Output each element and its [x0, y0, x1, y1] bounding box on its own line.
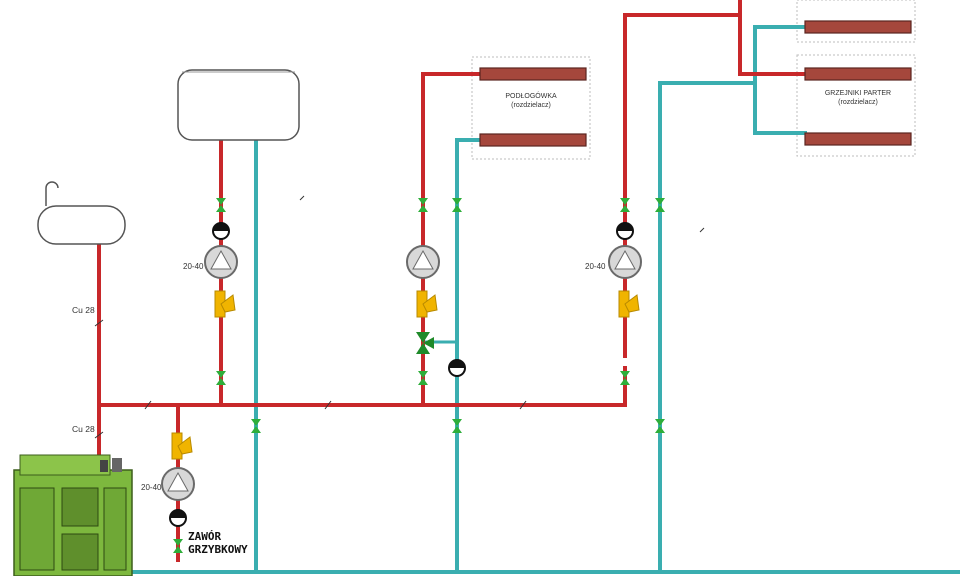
pipe-size-marks	[94, 195, 705, 439]
strainer-icon	[171, 290, 640, 460]
grzejniki-parter-manifold-box	[796, 54, 916, 157]
pump-label-boiler: 20-40	[141, 483, 162, 492]
grzejniki-parter-title: GRZEJNIKI PARTER	[825, 90, 891, 97]
grzejniki-parter-subtitle: (rozdzielacz)	[838, 99, 878, 106]
expansion-tank-icon	[177, 69, 300, 141]
pipe-label-lower: Cu 28	[72, 424, 95, 434]
pump-label-tank: 20-40	[183, 262, 204, 271]
return-pipes	[118, 25, 960, 574]
podlogowka-manifold-box	[471, 56, 591, 160]
pump-label-radiators: 20-40	[585, 262, 606, 271]
zawor-label-line2: GRZYBKOWY	[188, 543, 248, 556]
pipe-label-upper: Cu 28	[72, 305, 95, 315]
check-valve-icon	[169, 222, 634, 527]
zawor-label-line1: ZAWÓR	[188, 530, 221, 543]
buffer-tank-icon	[37, 181, 126, 245]
pump-icon	[161, 245, 642, 501]
podlogowka-title: PODŁOGÓWKA	[505, 91, 557, 100]
boiler-icon	[13, 454, 133, 576]
podlogowka-subtitle: (rozdzielacz)	[511, 102, 551, 109]
mixing-valve-icon	[416, 332, 434, 354]
